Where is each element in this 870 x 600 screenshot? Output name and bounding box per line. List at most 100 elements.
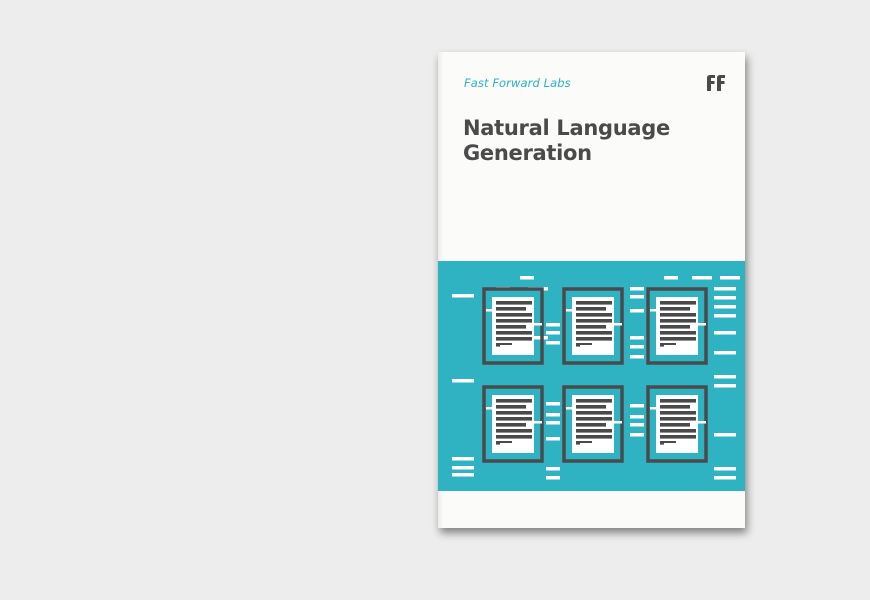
document-text-line [576, 399, 612, 403]
dash-mark [630, 404, 644, 408]
document-text-line [660, 331, 696, 335]
document-text-line [660, 411, 696, 415]
document-text-line [496, 405, 526, 409]
dash-mark [452, 294, 474, 298]
cut-bar [566, 407, 576, 410]
dash-mark [630, 309, 644, 313]
document-text-line [496, 399, 532, 403]
document-frame [482, 287, 544, 365]
document-text-line [660, 435, 696, 439]
dash-mark [452, 473, 474, 477]
cut-bar [664, 345, 686, 348]
document-text-line [496, 313, 532, 317]
document-frame [562, 287, 624, 365]
document-text-line [576, 411, 612, 415]
dash-mark [630, 415, 644, 419]
dash-mark [720, 276, 740, 280]
cut-bar [608, 421, 622, 424]
publisher-name: Fast Forward Labs [464, 76, 571, 90]
document-text-line [496, 319, 532, 323]
dash-mark [546, 476, 560, 480]
dash-mark [546, 323, 560, 327]
document-text-line [660, 307, 690, 311]
document-text-line [576, 331, 612, 335]
document-text-line [660, 337, 696, 341]
illustration-band [438, 261, 745, 491]
document-text-line [576, 307, 606, 311]
title-line-1: Natural Language [463, 116, 670, 140]
dash-mark [714, 314, 736, 318]
cut-bar [650, 309, 660, 312]
cut-bar [486, 309, 496, 312]
dash-mark [714, 476, 736, 480]
document-text-line [496, 331, 532, 335]
document-text-line [576, 301, 612, 305]
document-text-line [660, 319, 696, 323]
dash-mark [714, 375, 736, 379]
cut-bar [500, 443, 522, 446]
document-text-line [576, 337, 612, 341]
dash-mark [630, 287, 644, 291]
dash-mark [630, 345, 644, 349]
title-line-2: Generation [463, 141, 592, 165]
dash-mark [452, 457, 474, 461]
document-text-line [660, 405, 690, 409]
dash-mark [452, 379, 474, 383]
ff-logo-icon [706, 74, 728, 96]
document-text-line [576, 435, 612, 439]
dash-mark [714, 296, 736, 300]
document-text-line [660, 423, 690, 427]
book-title: Natural Language Generation [463, 116, 723, 166]
document-grid-illustration [452, 276, 740, 480]
document-text-line [660, 313, 696, 317]
dash-mark [520, 276, 534, 280]
document-text-line [576, 313, 612, 317]
document-text-line [496, 429, 532, 433]
document-text-line [660, 399, 696, 403]
document-text-line [660, 429, 696, 433]
cut-bar [664, 443, 686, 446]
document-frame [482, 385, 544, 463]
dash-mark [714, 384, 736, 388]
document-text-line [660, 325, 690, 329]
dash-mark [714, 467, 736, 471]
dash-mark [630, 295, 644, 299]
document-text-line [576, 319, 612, 323]
document-text-line [496, 417, 532, 421]
document-text-line [576, 441, 592, 445]
document-text-line [496, 411, 532, 415]
dash-mark [546, 437, 560, 441]
dash-mark [714, 331, 736, 335]
document-text-line [496, 325, 526, 329]
cut-bar [566, 309, 576, 312]
book-cover: Fast Forward Labs Natural Language Gener… [438, 52, 745, 528]
cut-bar [580, 443, 602, 446]
cut-bar [500, 345, 522, 348]
document-frame [646, 385, 708, 463]
dash-mark [664, 276, 678, 280]
cut-bar [528, 323, 542, 326]
dash-mark [630, 433, 644, 437]
dash-mark [714, 287, 736, 291]
dash-mark [692, 276, 712, 280]
document-text-line [496, 423, 526, 427]
dash-mark [714, 305, 736, 309]
document-text-line [660, 417, 696, 421]
dash-mark [714, 433, 736, 437]
cut-bar [528, 421, 542, 424]
cut-bar [486, 407, 496, 410]
dash-mark [630, 336, 644, 340]
document-frame [562, 385, 624, 463]
dash-mark [546, 402, 560, 406]
document-text-line [660, 441, 676, 445]
dash-mark [546, 413, 560, 417]
dash-mark [452, 466, 474, 470]
document-text-line [576, 343, 592, 347]
cut-bar [692, 323, 706, 326]
document-text-line [496, 441, 512, 445]
document-text-line [660, 343, 676, 347]
cut-bar [650, 407, 660, 410]
cut-bar [692, 421, 706, 424]
cut-bar [580, 345, 602, 348]
document-text-line [496, 307, 526, 311]
